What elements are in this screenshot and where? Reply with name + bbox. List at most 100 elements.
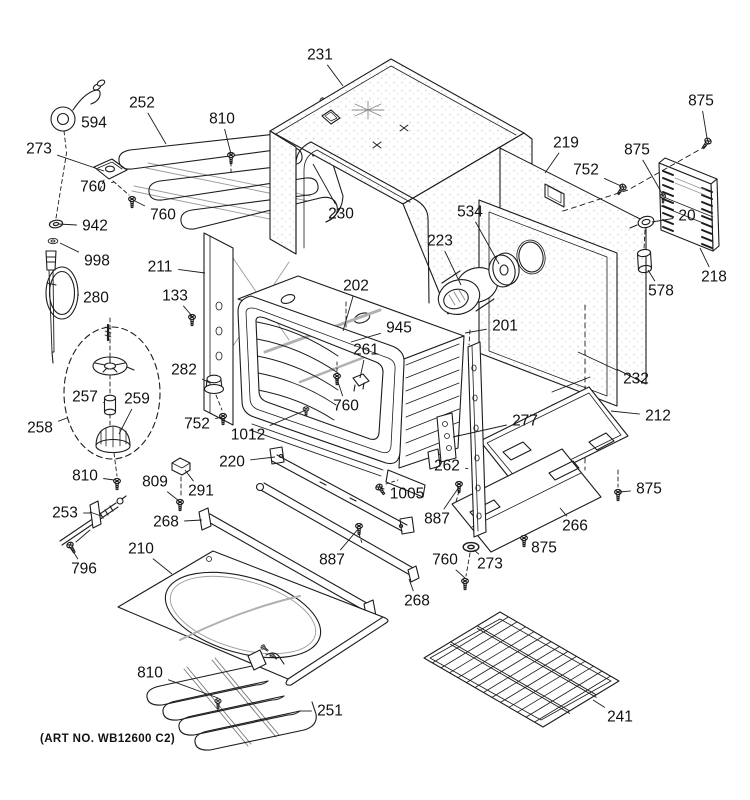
part-number-280-5: 280 xyxy=(83,290,109,307)
part-number-887-35: 887 xyxy=(424,511,450,528)
bottom-panel-210-drawing xyxy=(117,550,389,686)
part-number-277-32: 277 xyxy=(512,413,538,430)
part-number-291-45: 291 xyxy=(188,483,214,500)
part-number-273-52: 273 xyxy=(477,556,503,573)
part-number-261-24: 261 xyxy=(353,342,379,359)
leader-line-942-3 xyxy=(57,223,77,226)
leader-line-282-28 xyxy=(201,378,211,384)
part-number-257-41: 257 xyxy=(72,389,98,406)
leader-line-810-54 xyxy=(167,679,219,699)
latch-277-drawing xyxy=(427,412,457,470)
part-number-266-37: 266 xyxy=(562,518,588,535)
part-number-259-42: 259 xyxy=(124,391,150,408)
leader-line-202-13 xyxy=(342,295,354,332)
part-number-875-38: 875 xyxy=(531,540,557,557)
part-number-20-20: 20 xyxy=(678,208,696,225)
part-number-262-34: 262 xyxy=(434,458,460,475)
leader-line-875-18 xyxy=(702,110,708,139)
part-number-752-29: 752 xyxy=(184,416,210,433)
part-number-810-43: 810 xyxy=(72,468,98,485)
bracket-266-drawing xyxy=(451,448,622,553)
part-number-875-36: 875 xyxy=(636,481,662,498)
leader-line-258-40 xyxy=(57,417,68,422)
part-number-594-0: 594 xyxy=(81,115,107,132)
leader-line-218-21 xyxy=(699,247,710,268)
part-number-945-23: 945 xyxy=(386,320,412,337)
leader-line-273-52 xyxy=(473,549,480,555)
part-number-268-53: 268 xyxy=(404,593,430,610)
part-number-810-7: 810 xyxy=(209,111,235,128)
leader-line-760-8 xyxy=(134,200,146,207)
part-number-253-46: 253 xyxy=(52,505,78,522)
callout-layer: 5942737609429982802528107602111332312302… xyxy=(26,47,727,726)
leader-line-211-9 xyxy=(178,268,206,274)
leader-line-231-11 xyxy=(326,64,344,87)
part-number-251-55: 251 xyxy=(317,703,343,720)
part-number-809-44: 809 xyxy=(142,474,168,491)
part-number-752-17: 752 xyxy=(573,162,599,179)
part-number-212-33: 212 xyxy=(645,408,671,425)
part-number-232-27: 232 xyxy=(623,371,649,388)
leader-line-201-26 xyxy=(464,328,487,334)
leader-line-259-42 xyxy=(118,408,133,435)
part-number-875-19: 875 xyxy=(624,142,650,159)
leader-line-809-44 xyxy=(166,491,180,502)
leader-line-277-32 xyxy=(452,424,507,438)
part-number-887-50: 887 xyxy=(319,552,345,569)
part-number-760-25: 760 xyxy=(333,398,359,415)
part-number-201-26: 201 xyxy=(492,318,518,335)
oven-rack-drawing xyxy=(423,611,620,728)
leader-line-998-4 xyxy=(59,242,80,253)
part-number-230-12: 230 xyxy=(328,206,354,223)
part-number-760-51: 760 xyxy=(432,552,458,569)
leader-line-945-23 xyxy=(350,332,381,343)
part-number-210-49: 210 xyxy=(128,541,154,558)
leader-line-887-35 xyxy=(443,486,460,510)
leader-line-1005-39 xyxy=(379,487,385,490)
leader-line-262-34 xyxy=(465,467,472,470)
leader-line-268-53 xyxy=(408,578,414,592)
leader-line-875-36 xyxy=(619,490,631,493)
shelf-212-drawing xyxy=(479,386,629,491)
leader-line-810-43 xyxy=(103,478,115,481)
part-number-258-40: 258 xyxy=(27,420,53,437)
part-number-760-8: 760 xyxy=(150,207,176,224)
leader-line-220-31 xyxy=(250,456,276,461)
part-number-760-2: 760 xyxy=(80,179,106,196)
leader-line-752-29 xyxy=(215,416,222,420)
leader-line-232-27 xyxy=(577,351,619,372)
leader-line-252-6 xyxy=(147,112,167,145)
part-number-578-22: 578 xyxy=(648,283,674,300)
leader-line-875-19 xyxy=(642,159,664,196)
rail-262-drawing xyxy=(467,329,487,538)
leader-line-810-7 xyxy=(224,128,232,155)
leader-line-534-15 xyxy=(475,221,500,265)
leader-line-212-33 xyxy=(610,410,640,415)
leader-line-760-51 xyxy=(455,569,466,579)
leader-line-219-16 xyxy=(544,152,560,174)
part-number-1012-30: 1012 xyxy=(231,427,265,444)
part-number-211-9: 211 xyxy=(148,259,173,276)
leader-line-133-10 xyxy=(182,305,193,317)
part-number-133-10: 133 xyxy=(162,288,188,305)
leader-line-760-2 xyxy=(111,181,115,184)
part-number-252-6: 252 xyxy=(129,95,155,112)
rod-253-drawing xyxy=(59,495,127,555)
part-number-282-28: 282 xyxy=(171,362,197,379)
leader-line-241-56 xyxy=(592,699,606,708)
part-number-942-3: 942 xyxy=(82,218,108,235)
strip-220-drawing xyxy=(269,446,415,535)
part-number-268-48: 268 xyxy=(153,514,179,531)
part-number-219-16: 219 xyxy=(553,135,579,152)
part-number-220-31: 220 xyxy=(219,454,245,471)
leader-line-291-45 xyxy=(184,469,194,482)
bake-element-drawing xyxy=(146,643,317,751)
art-number: (ART NO. WB12600 C2) xyxy=(40,733,176,745)
leader-line-578-22 xyxy=(647,269,656,282)
part-number-534-15: 534 xyxy=(457,204,483,221)
leader-line-230-12 xyxy=(312,163,336,205)
leader-line-266-37 xyxy=(559,507,568,517)
leader-line-887-50 xyxy=(339,527,360,551)
